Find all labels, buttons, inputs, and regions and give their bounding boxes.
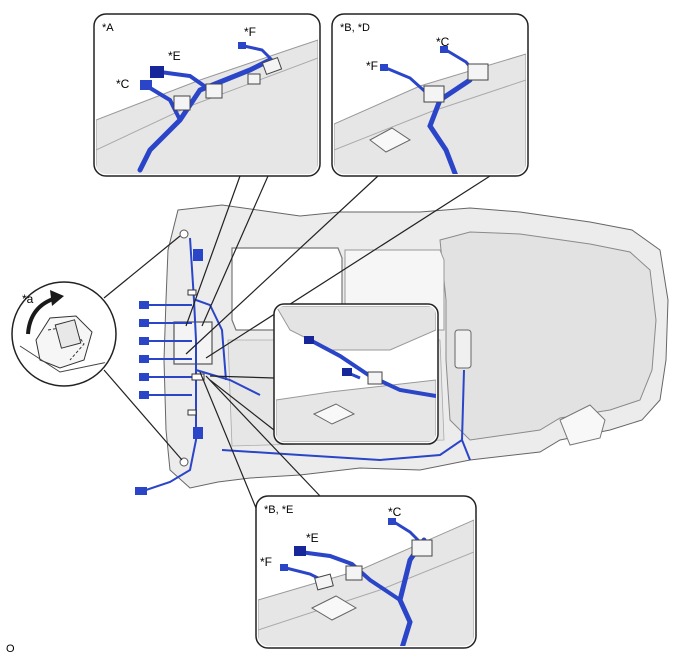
callout-be-clip-1 [411,539,433,557]
callout-circle-a: *a [11,281,117,387]
harness-branch-upper [195,299,227,381]
clip-rail-1 [187,289,197,296]
callout-be-label-e: *E [306,531,319,545]
callout-be-pocket [310,595,358,621]
callout-bd-connector-f [380,64,388,71]
callout-a-label-f: *F [244,25,256,39]
leader-bd-2 [205,175,491,359]
leader-circle-1 [103,235,181,299]
callout-a-connector-f [238,42,246,49]
callout-middle [273,303,439,445]
callout-be-branch-c [393,520,422,544]
dome-light-bracket [173,321,213,365]
callout-bd-pocket [369,127,411,153]
leader-lines [103,175,491,509]
leader-be-2 [205,375,321,497]
callout-a-branch-e [159,70,212,92]
connector-tail [135,487,147,495]
callout-middle-connector-1 [304,336,314,344]
clip-center [191,373,205,381]
callout-a-clip-3 [261,56,283,76]
callout-a-harness [137,57,273,173]
callout-a: *A *C *E *F [93,13,321,177]
connector-6 [139,391,149,399]
callout-be-title: *B, *E [264,504,293,516]
front-left-bolt [179,229,189,239]
callout-be-edge [258,551,474,631]
harness-cross [195,369,261,396]
leader-mid-1 [209,375,275,379]
callout-be-connector-f [280,564,288,571]
callout-middle-pocket [312,403,356,425]
connector-4 [139,355,149,363]
callout-middle-clip [367,371,383,385]
callout-middle-upper-panel [276,306,436,351]
callout-bd-branch-f [385,66,432,98]
callout-bd-label-c: *C [436,35,450,49]
callout-a-title: *A [102,22,114,34]
connector-front [193,249,203,261]
leader-a-2 [201,175,269,327]
harness-rear-run [221,369,465,462]
harness-rear-upper [461,439,471,461]
figure-code: O [6,643,15,655]
connector-stubs [135,249,203,495]
callout-bd-connector-c [440,46,448,53]
callout-be-branch-e [299,550,402,602]
callout-be-label-f: *F [260,555,272,569]
connector-1 [139,301,149,309]
callout-middle-connector-2 [342,368,352,376]
leader-be-1 [199,371,257,509]
callout-be-connector-c [388,518,396,525]
callout-be: *B, *E *C *E *F [255,495,477,649]
callout-a-branch-f [243,44,276,64]
callout-a-connector-c [140,80,152,90]
connector-2 [139,319,149,327]
callout-a-branch-c [148,86,182,121]
rear-bracket [454,329,472,369]
leader-bd-1 [185,175,379,355]
callout-bd-title: *B, *D [340,22,370,34]
callout-be-clip-3 [314,573,334,591]
callout-a-clip-4 [247,73,261,85]
leader-circle-2 [103,369,183,461]
callout-circle-panel-line [19,345,109,373]
connector-rear [193,427,203,439]
connector-3 [139,337,149,345]
callout-bd-clip-2 [467,63,489,81]
callout-bd-label-f: *F [366,59,378,73]
callout-circle-clip-body [54,319,82,349]
callout-a-label-e: *E [168,49,181,63]
callout-a-label-c: *C [116,77,130,91]
callout-bd-harness [427,77,473,174]
leader-a-1 [185,175,241,327]
release-arrow-head [50,290,64,306]
clip-rail-2 [187,409,197,416]
callout-a-clip-1 [173,95,191,111]
callout-circle-title: *a [22,292,34,306]
leader-mid-2 [209,379,275,431]
headliner-rear-section [439,231,657,441]
callout-be-clip-2 [345,565,363,581]
callout-be-label-c: *C [388,505,402,519]
callout-a-headliner [96,39,318,174]
callout-bd-clip-1 [423,85,445,103]
callout-middle-lower-panel [276,379,436,442]
main-clips [187,289,205,416]
callout-a-clip-2 [205,83,223,99]
callout-bd: *B, *D *C *F [331,13,529,177]
callout-a-connector-e [150,66,164,78]
connector-5 [139,373,149,381]
callout-bd-edge [334,79,526,151]
callout-be-connector-e [294,546,306,556]
rear-corner-pocket [559,404,606,446]
